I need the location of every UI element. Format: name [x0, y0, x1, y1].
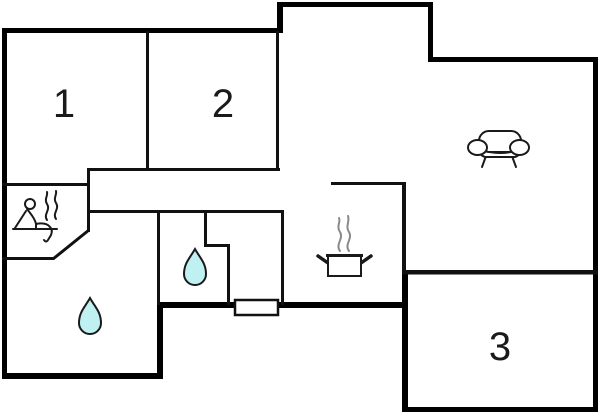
room-2-label: 2	[212, 82, 234, 126]
interior-walls	[2, 31, 598, 305]
water-drop-icon	[77, 295, 103, 335]
water-drop-icon	[182, 246, 208, 286]
sofa-icon	[467, 130, 530, 168]
room-3-label: 3	[489, 325, 511, 369]
room-1-label: 1	[53, 82, 75, 126]
window	[233, 298, 280, 317]
cooking-pot-icon	[316, 215, 373, 277]
sauna-icon	[12, 190, 59, 243]
sauna-diagonal-wall	[52, 228, 90, 261]
